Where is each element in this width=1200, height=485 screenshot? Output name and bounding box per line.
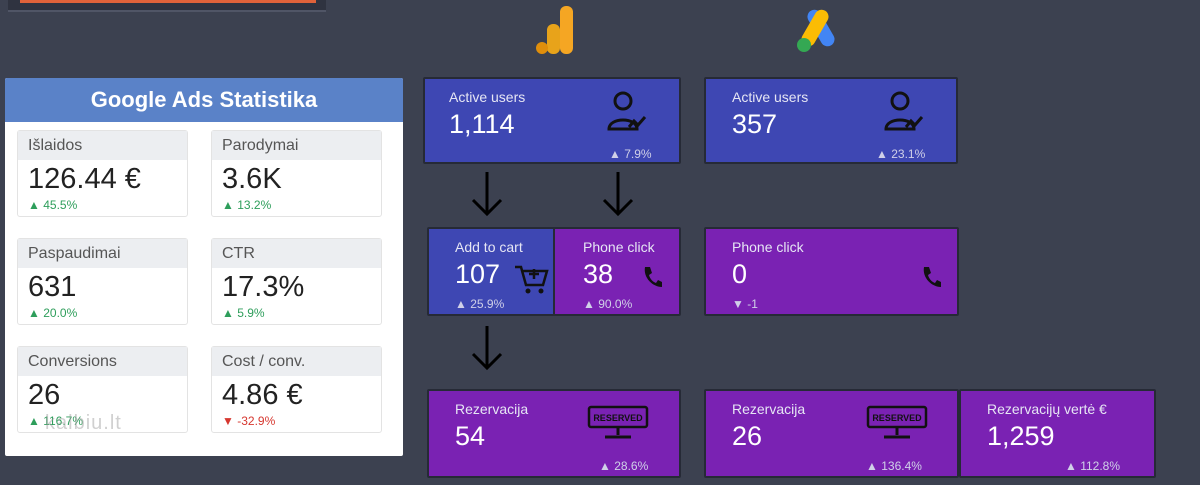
user-trend-icon xyxy=(607,91,647,131)
stat-change: ▲ 20.0% xyxy=(28,306,78,320)
ga-add-to-cart-card: Add to cart 107 ▲ 25.9% xyxy=(427,227,555,316)
user-trend-icon xyxy=(884,91,924,131)
card-value: 107 xyxy=(455,259,501,289)
stat-card-paspaudimai: Paspaudimai 631 ▲ 20.0% xyxy=(17,238,188,325)
arrow-down-icon xyxy=(471,326,503,371)
card-label: Rezervacija xyxy=(455,401,529,417)
card-change: ▲ 112.8% xyxy=(1065,459,1121,473)
stat-value: 17.3% xyxy=(222,271,305,303)
top-bar-remnant xyxy=(8,0,326,12)
card-value: 0 xyxy=(732,259,748,289)
cart-add-icon xyxy=(515,265,549,294)
card-change: ▲ 7.9% xyxy=(609,147,652,161)
card-label: Phone click xyxy=(732,239,804,255)
card-value: 54 xyxy=(455,421,486,451)
stat-value: 126.44 € xyxy=(28,163,141,195)
ads-rezervacija-card: Rezervacija 26 RESERVED ▲ 136.4% xyxy=(704,389,959,478)
stat-value: 4.86 € xyxy=(222,379,303,411)
reserved-sign-icon: RESERVED xyxy=(866,405,928,439)
stat-change: ▲ 13.2% xyxy=(222,198,272,212)
ga-rezervacija-card: Rezervacija 54 RESERVED ▲ 28.6% xyxy=(427,389,681,478)
stat-card-cost-per-conv: Cost / conv. 4.86 € ▼ -32.9% xyxy=(211,346,382,433)
arrow-down-icon xyxy=(602,172,634,217)
phone-icon xyxy=(644,267,662,287)
stats-panel-title: Google Ads Statistika xyxy=(5,78,403,122)
stat-change: ▲ 116.7% xyxy=(28,414,84,428)
stat-label: Paspaudimai xyxy=(18,239,187,268)
card-value: 1,259 xyxy=(987,421,1055,451)
card-change: ▼ -1 xyxy=(732,297,758,311)
card-label: Rezervacija xyxy=(732,401,806,417)
stat-card-ctr: CTR 17.3% ▲ 5.9% xyxy=(211,238,382,325)
google-ads-logo-icon xyxy=(797,9,835,52)
stat-value: 3.6K xyxy=(222,163,282,195)
card-change: ▲ 90.0% xyxy=(583,297,633,311)
card-label: Active users xyxy=(732,89,809,105)
stat-card-parodymai: Parodymai 3.6K ▲ 13.2% xyxy=(211,130,382,217)
stat-card-conversions: Conversions 26 ▲ 116.7% xyxy=(17,346,188,433)
stat-card-islaidos: Išlaidos 126.44 € ▲ 45.5% xyxy=(17,130,188,217)
reserved-sign-text: RESERVED xyxy=(872,413,922,423)
ga-active-users-card: Active users 1,114 ▲ 7.9% xyxy=(423,77,681,164)
ads-active-users-card: Active users 357 ▲ 23.1% xyxy=(704,77,958,164)
ads-rezervaciju-verte-card: Rezervacijų vertė € 1,259 ▲ 112.8% xyxy=(959,389,1156,478)
top-accent-line xyxy=(20,0,316,3)
card-change: ▲ 136.4% xyxy=(866,459,922,473)
reserved-sign-text: RESERVED xyxy=(593,413,643,423)
google-analytics-logo-icon xyxy=(536,6,573,54)
stat-change: ▲ 5.9% xyxy=(222,306,265,320)
stat-change: ▼ -32.9% xyxy=(222,414,276,428)
card-change: ▲ 23.1% xyxy=(876,147,926,161)
card-label: Add to cart xyxy=(455,239,523,255)
card-value: 357 xyxy=(732,109,778,139)
card-label: Phone click xyxy=(583,239,655,255)
card-change: ▲ 28.6% xyxy=(599,459,649,473)
stat-value: 631 xyxy=(28,271,77,303)
reserved-sign-icon: RESERVED xyxy=(587,405,649,439)
phone-icon xyxy=(923,267,941,287)
ads-phone-click-card: Phone click 0 ▼ -1 xyxy=(704,227,959,316)
card-change: ▲ 25.9% xyxy=(455,297,505,311)
stat-change: ▲ 45.5% xyxy=(28,198,78,212)
watermark-text: kalbiu.lt xyxy=(45,412,122,434)
card-value: 1,114 xyxy=(449,109,515,139)
google-ads-stats-panel: Google Ads Statistika Išlaidos 126.44 € … xyxy=(5,78,403,456)
card-label: Rezervacijų vertė € xyxy=(987,401,1107,417)
stat-label: Išlaidos xyxy=(18,131,187,160)
card-value: 38 xyxy=(583,259,614,289)
stat-label: Cost / conv. xyxy=(212,347,381,376)
card-value: 26 xyxy=(732,421,763,451)
stat-label: Parodymai xyxy=(212,131,381,160)
stat-label: Conversions xyxy=(18,347,187,376)
stat-label: CTR xyxy=(212,239,381,268)
stat-value: 26 xyxy=(28,379,61,411)
card-label: Active users xyxy=(449,89,526,105)
ga-phone-click-card: Phone click 38 ▲ 90.0% xyxy=(553,227,681,316)
arrow-down-icon xyxy=(471,172,503,217)
